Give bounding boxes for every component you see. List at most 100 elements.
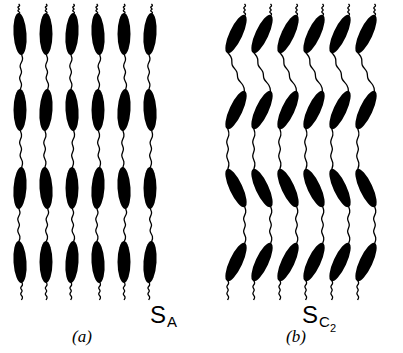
mesogen-core — [12, 13, 28, 56]
mesogen-core — [12, 241, 28, 284]
phase-label: S — [302, 303, 318, 327]
mesogen-core — [247, 12, 277, 56]
mesogen-core — [273, 88, 303, 132]
mesogen-core — [118, 241, 131, 283]
mesogen-core — [144, 167, 157, 209]
mesogen-core — [90, 167, 106, 210]
mesogen-core — [118, 13, 131, 55]
mesogen-core — [64, 13, 80, 56]
alkyl-tail — [270, 4, 272, 16]
alkyl-tail — [72, 208, 75, 242]
alkyl-tail — [357, 280, 359, 300]
alkyl-tail — [18, 208, 20, 242]
alkyl-tail — [296, 206, 298, 244]
alkyl-tail — [45, 282, 47, 300]
alkyl-tail — [253, 128, 255, 170]
alkyl-tail — [96, 208, 98, 242]
alkyl-tail — [18, 4, 20, 14]
mesogen-core — [247, 166, 277, 210]
mesogen-core — [299, 12, 329, 56]
mesogen-core — [221, 88, 251, 132]
alkyl-tail — [306, 52, 323, 92]
mesogen-core — [273, 166, 303, 210]
alkyl-tail — [270, 206, 272, 244]
alkyl-tail — [44, 130, 46, 168]
mesogen-core — [14, 89, 27, 131]
mesogen-core — [40, 241, 53, 283]
mesogen-core — [92, 89, 105, 131]
alkyl-tail — [280, 52, 297, 92]
mesogen-core — [142, 89, 158, 132]
alkyl-tail — [99, 282, 101, 300]
alkyl-tail — [279, 280, 281, 300]
alkyl-tail — [98, 54, 101, 90]
alkyl-tail — [72, 130, 75, 168]
mesogen-core — [221, 166, 251, 210]
phase-label: S — [150, 303, 166, 327]
mesogen-core — [116, 167, 132, 210]
alkyl-tail — [374, 206, 376, 244]
mesogen-core — [325, 166, 355, 210]
alkyl-tail — [348, 206, 350, 244]
mesogen-core — [38, 89, 54, 132]
alkyl-tail — [332, 52, 349, 92]
alkyl-tail — [322, 206, 324, 244]
mesogen-core — [299, 166, 329, 210]
mesogen-core — [273, 12, 303, 56]
mesogen-core — [325, 88, 355, 132]
phase-subscript: 2 — [330, 323, 336, 334]
mesogen-core — [299, 88, 329, 132]
mesogen-core — [221, 240, 251, 284]
mesogen-core — [351, 240, 381, 284]
alkyl-tail — [123, 4, 125, 14]
phase-subscript: C — [319, 314, 330, 329]
alkyl-tail — [21, 282, 23, 300]
mesogen-core — [90, 13, 106, 56]
mesogen-core — [40, 13, 53, 55]
panel-letter: (b) — [286, 328, 306, 345]
phase-subscript: A — [167, 314, 177, 329]
alkyl-tail — [122, 130, 124, 168]
mesogen-core — [221, 12, 251, 56]
mesogen-core — [351, 12, 381, 56]
mesogen-core — [351, 166, 381, 210]
mesogen-core — [299, 240, 329, 284]
mesogen-core — [325, 240, 355, 284]
mesogen-core — [351, 88, 381, 132]
alkyl-tail — [374, 4, 376, 16]
alkyl-tail — [228, 52, 245, 92]
mesogen-core — [64, 241, 80, 284]
alkyl-tail — [46, 54, 49, 90]
alkyl-tail — [148, 282, 150, 300]
mesogen-core — [325, 12, 355, 56]
alkyl-tail — [98, 130, 101, 168]
alkyl-tail — [151, 4, 153, 14]
mesogen-core — [142, 13, 158, 56]
alkyl-tail — [322, 4, 324, 16]
alkyl-tail — [296, 4, 298, 16]
alkyl-tail — [20, 130, 23, 168]
alkyl-tail — [279, 128, 281, 170]
alkyl-tail — [305, 280, 307, 300]
alkyl-tail — [148, 54, 150, 90]
alkyl-tail — [150, 208, 153, 242]
alkyl-tail — [70, 282, 72, 300]
mesogen-core — [247, 88, 277, 132]
alkyl-tail — [331, 280, 333, 300]
mesogen-core — [12, 167, 28, 210]
mesogen-core — [247, 240, 277, 284]
alkyl-tail — [124, 208, 127, 242]
alkyl-tail — [254, 52, 271, 92]
mesogen-core — [90, 241, 106, 284]
mesogen-core — [142, 241, 158, 284]
alkyl-tail — [227, 280, 229, 300]
panel-letter: (a) — [72, 328, 92, 345]
alkyl-tail — [20, 54, 23, 90]
alkyl-tail — [73, 4, 75, 14]
alkyl-tail — [253, 280, 255, 300]
mesogen-core — [64, 89, 80, 132]
alkyl-tail — [331, 128, 333, 170]
alkyl-tail — [96, 4, 98, 14]
